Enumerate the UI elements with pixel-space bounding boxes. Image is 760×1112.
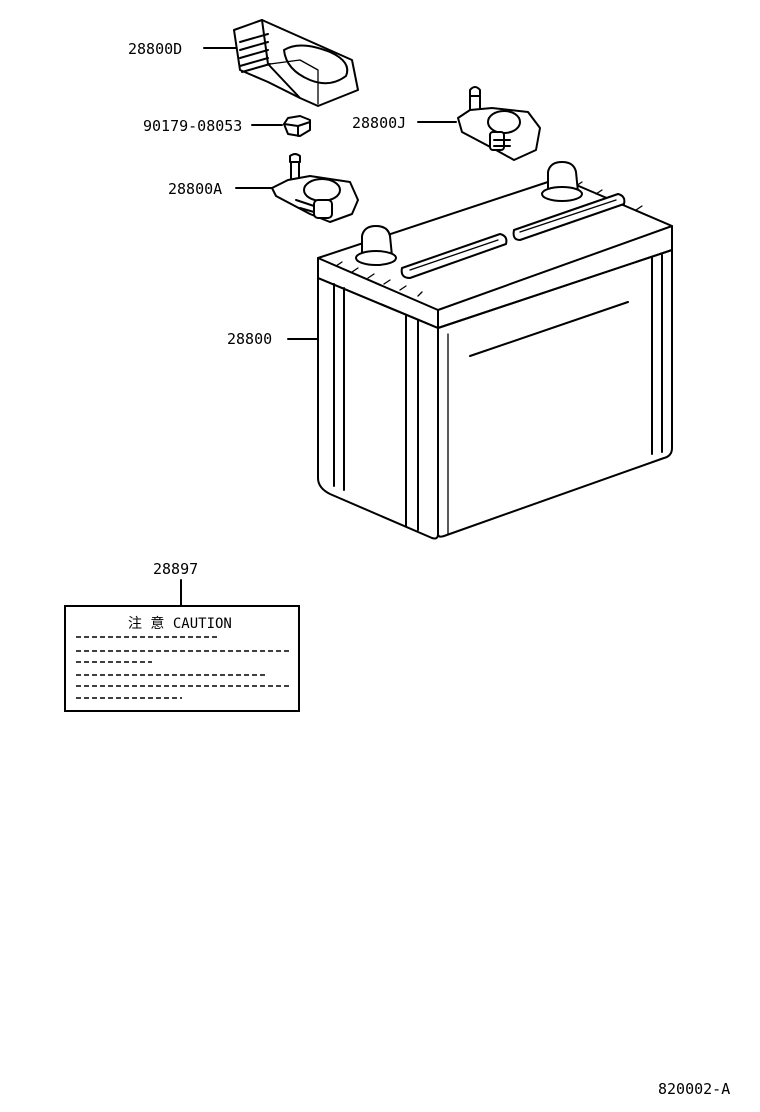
terminal-clamp-28800j [457,86,541,161]
caution-heading: 注 意 CAUTION [128,615,232,632]
caution-label-28897: 注 意 CAUTION [64,605,300,712]
label-90179: 90179-08053 [143,117,242,135]
label-28800a: 28800A [168,180,222,198]
label-28800: 28800 [227,330,272,348]
battery-28800 [317,161,673,540]
drawing-number: 820002-A [658,1080,730,1098]
terminal-cover-28800d [233,19,359,107]
label-28800d: 28800D [128,40,182,58]
label-28800j: 28800J [352,114,406,132]
nut-90179 [283,115,311,137]
label-28897: 28897 [153,560,198,578]
terminal-clamp-28800a [271,153,359,223]
